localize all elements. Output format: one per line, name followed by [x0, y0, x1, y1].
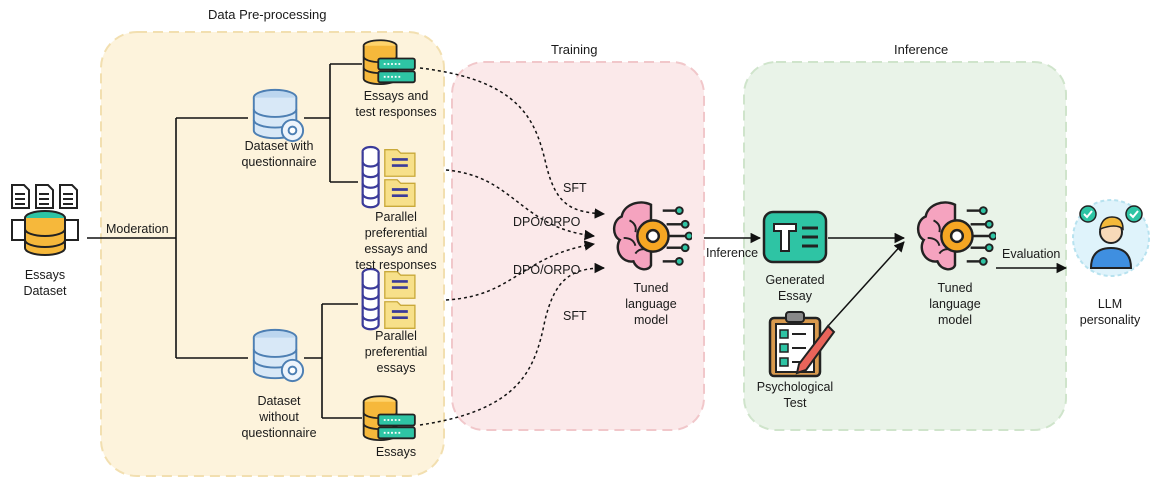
sft-top-label: SFT	[563, 181, 587, 195]
dataset-with-questionnaire-label: Dataset with questionnaire	[241, 139, 317, 169]
tuned-model-inference-label: Tuned language model	[929, 281, 981, 327]
database-gear-icon	[252, 328, 305, 383]
psychological-test-label: Psychological Test	[756, 380, 834, 410]
evaluation-label: Evaluation	[1002, 247, 1061, 261]
training-title: Training	[551, 42, 598, 57]
essays-label: Essays	[375, 445, 417, 459]
generated-essay-label: Generated Essay	[765, 273, 825, 303]
preprocessing-title: Data Pre-processing	[208, 7, 327, 22]
document-database-icon	[11, 184, 79, 256]
moderation-label: Moderation	[106, 222, 169, 236]
inference-edge-label: Inference	[706, 246, 759, 260]
person-approval-icon	[1072, 199, 1150, 277]
inference-arrows	[704, 232, 1068, 327]
training-arrows	[419, 67, 606, 426]
tree-connectors	[87, 63, 362, 419]
essays-dataset-label: Essays Dataset	[23, 268, 67, 298]
database-gear-icon	[252, 88, 305, 143]
parallel-test-responses-label: Parallel preferential essays and test re…	[355, 210, 437, 272]
dpo-bottom-label: DPO/ORPO	[513, 263, 581, 277]
inference-title: Inference	[894, 42, 949, 57]
sft-bottom-label: SFT	[563, 309, 587, 323]
essays-test-responses-label: Essays and test responses	[355, 89, 437, 119]
text-document-icon	[762, 210, 828, 264]
dataset-without-questionnaire-label: Dataset without questionnaire	[241, 394, 317, 440]
tuned-model-training-label: Tuned language model	[625, 281, 677, 327]
training-region	[451, 61, 705, 431]
clipboard-checklist-icon	[768, 311, 836, 378]
parallel-essays-label: Parallel preferential essays	[364, 329, 428, 375]
dpo-top-label: DPO/ORPO	[513, 215, 581, 229]
preprocessing-region	[100, 31, 445, 477]
llm-personality-label: LLM personality	[1079, 297, 1141, 327]
